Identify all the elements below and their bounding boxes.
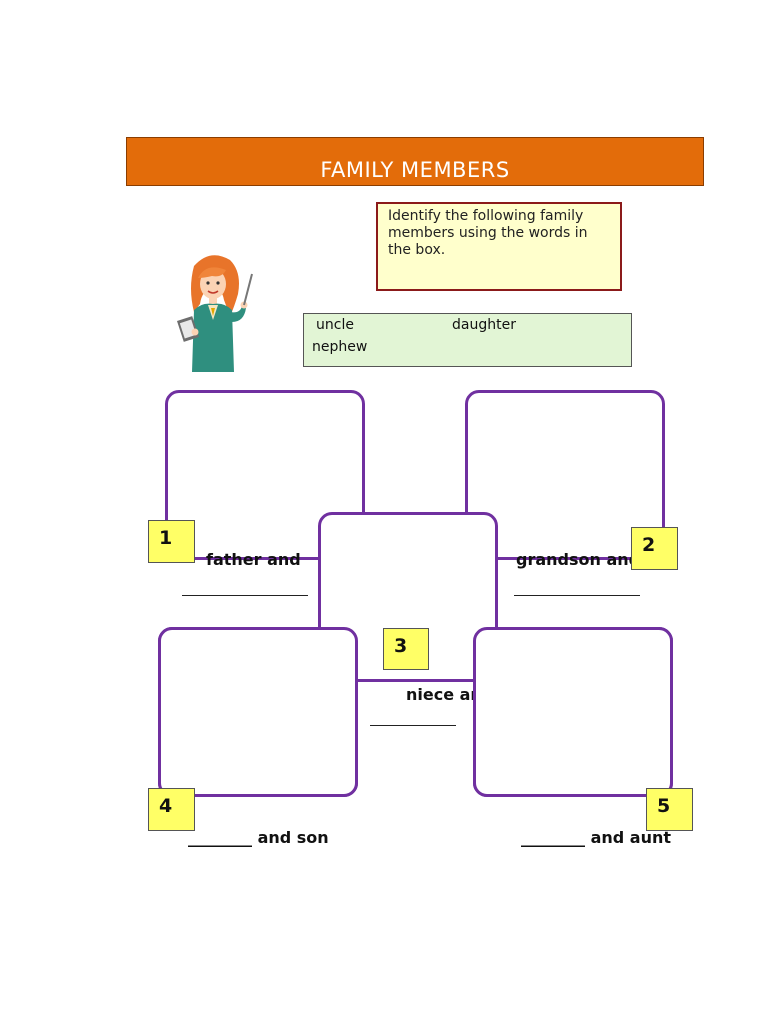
page-title: FAMILY MEMBERS [320,158,510,182]
picture-box-5-front [473,627,673,797]
caption-4: ________ and son [188,828,329,847]
title-banner: FAMILY MEMBERS [126,137,704,186]
caption-2: grandson and [516,550,641,569]
number-badge-3: 3 [383,628,429,670]
number-badge-2: 2 [631,527,678,570]
answer-line-2[interactable] [514,595,640,596]
caption-1: father and [206,550,301,569]
teacher-icon [176,255,253,372]
answer-line-1[interactable] [182,595,308,596]
word-daughter: daughter [452,317,516,333]
instructions-text: Identify the following family members us… [388,208,588,258]
number-badge-4: 4 [148,788,195,831]
number-badge-1: 1 [148,520,195,563]
number-badge-5: 5 [646,788,693,831]
caption-5: ________ and aunt [521,828,672,847]
word-nephew: nephew [312,339,368,355]
instructions-box: Identify the following family members us… [376,202,622,291]
picture-box-4-front [158,627,358,797]
word-uncle: uncle [316,317,354,333]
answer-line-3[interactable] [370,725,456,726]
caption-3: niece and [406,685,494,704]
word-box: uncle daughter nephew [303,313,632,367]
